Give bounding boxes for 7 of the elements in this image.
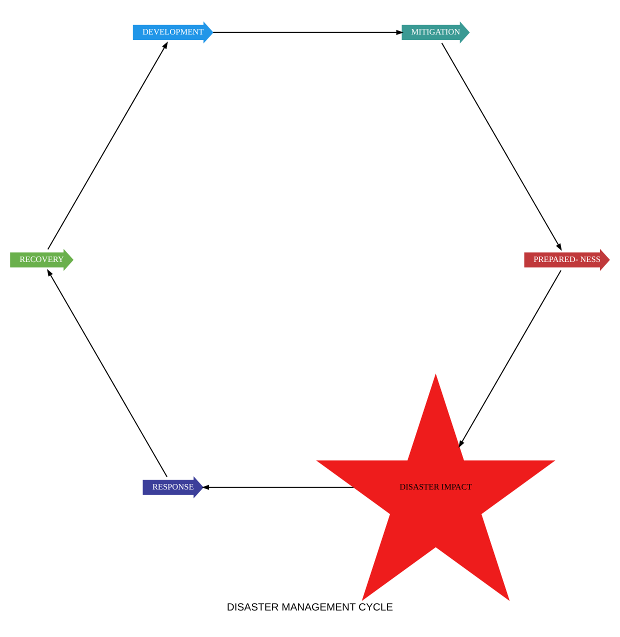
arrow — [202, 484, 354, 490]
arrow — [47, 41, 168, 250]
diagram-title: DISASTER MANAGEMENT CYCLE — [226, 602, 394, 614]
arrow — [458, 270, 562, 448]
arrow — [441, 42, 562, 250]
arrow — [213, 29, 404, 34]
arrow — [47, 268, 168, 477]
